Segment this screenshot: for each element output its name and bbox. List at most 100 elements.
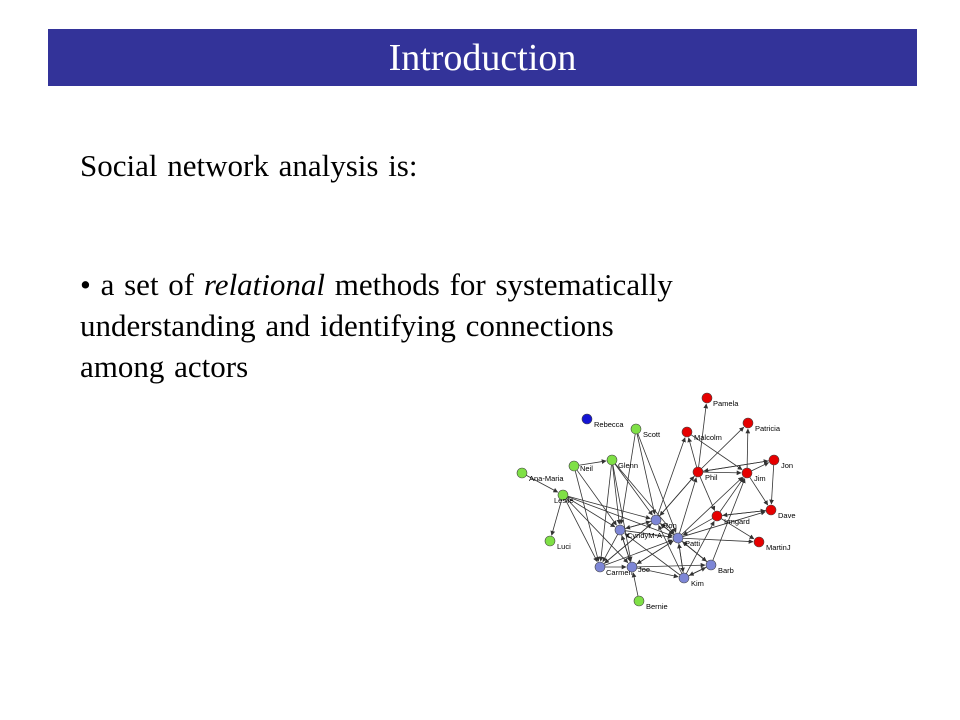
node-circle-pamela [701, 392, 713, 404]
node-circle-rebecca [581, 413, 593, 425]
node-circle-glenn [606, 454, 618, 466]
node-dave: Dave [765, 504, 796, 520]
edge-cyndym-a-to-patti [624, 530, 673, 539]
edge-phil-to-patricia [701, 426, 745, 469]
edge-joe-to-kim [636, 567, 679, 579]
node-label-dave: Dave [778, 511, 796, 520]
edge-barb-to-jim [712, 478, 746, 561]
edge-bernie-to-joe [631, 572, 639, 597]
node-malcolm: Malcolm [681, 426, 722, 442]
node-joe: Joe [626, 561, 650, 574]
edge-barb-to-kim [688, 566, 707, 576]
edge-phil-to-malcolm [687, 437, 698, 468]
node-ana-maria: Ana-Maria [516, 467, 564, 483]
edge-joe-to-barb [636, 562, 706, 568]
edge-joe-to-patti [636, 540, 674, 565]
node-circle-barb [705, 559, 717, 571]
node-label-cyndym-a: CyndyM-A [627, 531, 662, 540]
node-rebecca: Rebecca [581, 413, 624, 429]
node-luci: Luci [544, 535, 571, 551]
bullet-marker: • [80, 267, 91, 302]
node-circle-kim [678, 572, 690, 584]
node-circle-martinj [753, 536, 765, 548]
node-patti: Patti [672, 532, 700, 548]
edge-cyndym-a-to-carmen [602, 534, 618, 563]
node-label-barb: Barb [718, 566, 734, 575]
node-circle-ron [650, 514, 662, 526]
bullet-line-3: among actors [80, 349, 249, 384]
edge-leslie-to-ron [567, 495, 651, 520]
node-label-patricia: Patricia [755, 424, 781, 433]
edge-patti-to-joe [636, 540, 674, 565]
edge-carmen-to-patti [604, 539, 673, 566]
edge-patti-to-martinj [682, 537, 754, 544]
node-label-scott: Scott [643, 430, 661, 439]
edge-patti-to-jim [681, 476, 743, 535]
node-patricia: Patricia [742, 417, 781, 433]
edge-jim-to-jon [751, 462, 770, 472]
edge-irmgard-to-patti [682, 518, 713, 536]
edge-leslie-to-joe [566, 498, 629, 564]
node-jon: Jon [768, 454, 793, 470]
node-circle-jim [741, 467, 753, 479]
edge-neil-to-carmen [574, 470, 600, 562]
node-neil: Neil [568, 460, 593, 473]
node-label-jim: Jim [754, 474, 766, 483]
edge-ron-to-carmen [604, 522, 653, 564]
node-barb: Barb [705, 559, 734, 575]
node-kim: Kim [678, 572, 704, 588]
node-carmen: Carmen [594, 561, 633, 577]
edge-ron-to-malcolm [657, 437, 686, 516]
edge-kim-to-ron [658, 524, 683, 574]
edge-patti-to-kim [678, 542, 685, 573]
node-circle-cyndym-a [614, 524, 626, 536]
node-glenn: Glenn [606, 454, 638, 470]
node-circle-scott [630, 423, 642, 435]
node-scott: Scott [630, 423, 661, 439]
node-cyndym-a: CyndyM-A [614, 524, 662, 540]
node-label-jon: Jon [781, 461, 793, 470]
bullet-point: • a set of relational methods for system… [80, 264, 800, 387]
node-phil: Phil [692, 466, 718, 482]
node-circle-dave [765, 504, 777, 516]
node-label-ana-maria: Ana-Maria [529, 474, 564, 483]
edge-cyndym-a-to-ron [624, 520, 651, 530]
node-circle-neil [568, 460, 580, 472]
node-label-rebecca: Rebecca [594, 420, 624, 429]
edge-kim-to-patti [677, 543, 684, 574]
node-label-ron: Ron [663, 521, 677, 530]
edge-barb-to-patti [682, 541, 708, 563]
edge-ron-to-phil [658, 476, 695, 517]
edge-carmen-to-ron [603, 523, 652, 565]
node-irmgard: Irmgard [711, 510, 750, 526]
edge-glenn-to-joe [612, 464, 633, 562]
edge-ron-to-cyndym-a [625, 520, 652, 530]
node-martinj: MartinJ [753, 536, 791, 552]
node-circle-carmen [594, 561, 606, 573]
edge-phil-to-jim [702, 470, 742, 476]
bullet-line-1: • a set of relational methods for system… [80, 264, 800, 305]
node-label-irmgard: Irmgard [724, 517, 750, 526]
edge-leslie-to-patti [567, 496, 673, 537]
edge-ana-maria-to-leslie [526, 475, 559, 493]
bullet-line-2: understanding and identifying connection… [80, 308, 614, 343]
edge-patti-to-ron [660, 523, 675, 536]
node-circle-phil [692, 466, 704, 478]
node-label-malcolm: Malcolm [694, 433, 722, 442]
node-circle-joe [626, 561, 638, 573]
edge-neil-to-glenn [578, 459, 607, 466]
node-label-bernie: Bernie [646, 602, 668, 611]
edge-jon-to-dave [769, 464, 775, 505]
node-label-leslie: Leslie [554, 496, 574, 505]
node-circle-jon [768, 454, 780, 466]
edge-phil-to-pamela [698, 403, 709, 468]
node-circle-malcolm [681, 426, 693, 438]
node-label-luci: Luci [557, 542, 571, 551]
node-circle-irmgard [711, 510, 723, 522]
edge-irmgard-to-martinj [721, 518, 755, 540]
edge-neil-to-cyndym-a [576, 469, 617, 526]
node-circle-leslie [557, 489, 569, 501]
edge-malcolm-to-jim [690, 434, 743, 470]
node-circle-patricia [742, 417, 754, 429]
